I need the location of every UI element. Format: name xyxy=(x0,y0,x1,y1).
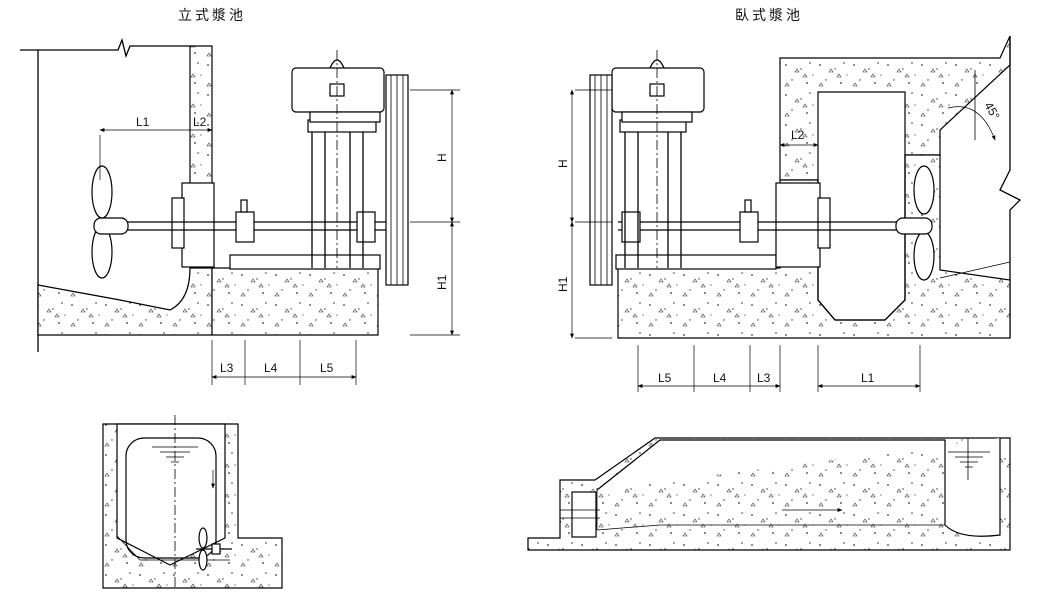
dim-angle-45: 45° xyxy=(981,100,1002,123)
dim-h1-vertical: H1 xyxy=(435,274,449,290)
dim-l3-vertical: L3 xyxy=(220,361,234,375)
dim-h-vertical: H xyxy=(435,153,449,162)
dim-l2-horizontal: L2 xyxy=(791,128,805,142)
vertical-tank-plan xyxy=(102,415,283,590)
dim-l5-horizontal: L5 xyxy=(658,371,672,385)
horizontal-tank-plan xyxy=(527,437,1011,551)
dim-l4-horizontal: L4 xyxy=(713,371,727,385)
dim-h-horizontal: H xyxy=(556,159,570,168)
dim-l1-vertical: L1 xyxy=(136,115,150,129)
dim-l5-vertical: L5 xyxy=(320,361,334,375)
dim-l3-horizontal: L3 xyxy=(757,371,771,385)
horizontal-tank-section: 45° H H1 L2 L5 L4 L3 L1 xyxy=(556,35,1022,392)
vertical-tank-section: L1 L2 H H1 L3 L4 L5 xyxy=(20,37,460,385)
title-vertical-tank: 立式漿池 xyxy=(178,8,246,24)
dim-l4-vertical: L4 xyxy=(264,361,278,375)
title-horizontal-tank: 臥式漿池 xyxy=(735,8,803,24)
dim-l1-horizontal: L1 xyxy=(861,371,875,385)
dim-h1-horizontal: H1 xyxy=(556,276,570,292)
dim-l2-vertical: L2 xyxy=(193,115,207,129)
